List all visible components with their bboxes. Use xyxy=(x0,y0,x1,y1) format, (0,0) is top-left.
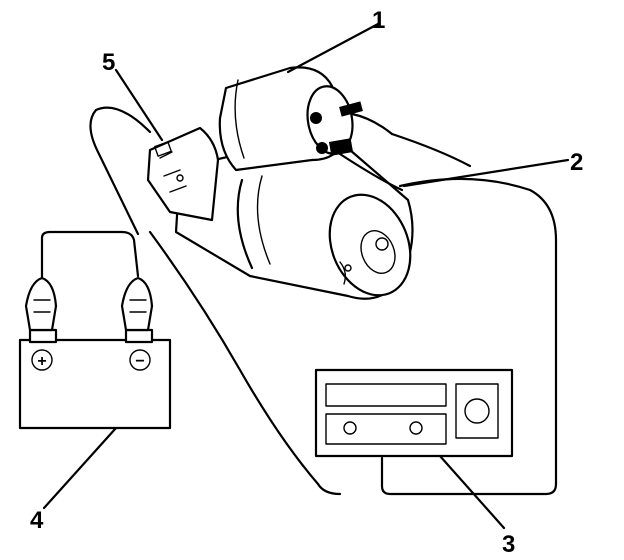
leader-2 xyxy=(402,158,570,188)
callout-leaders xyxy=(42,22,570,530)
tester-case xyxy=(314,368,514,458)
negative-symbol: − xyxy=(135,353,144,370)
battery-jumper-wire xyxy=(40,230,140,280)
negative-marker-ring xyxy=(129,349,151,371)
tester-control-panel xyxy=(325,413,447,445)
ground-lead-to-tester xyxy=(148,230,342,496)
solenoid-terminal-m xyxy=(328,138,354,156)
drive-housing-detail xyxy=(159,151,187,193)
bolt-hole xyxy=(344,264,352,272)
mount-ear xyxy=(339,261,347,285)
solenoid-stud-1 xyxy=(310,112,322,124)
solenoid-band xyxy=(234,79,245,159)
shaft xyxy=(375,237,389,251)
negative-clamp-jaws xyxy=(129,299,147,313)
battery-post-positive xyxy=(28,328,58,344)
battery-case xyxy=(18,338,172,430)
leader-5 xyxy=(114,68,164,142)
test-leads xyxy=(40,106,558,496)
solenoid xyxy=(218,66,404,192)
solenoid-terminal-s xyxy=(339,101,363,117)
starter-motor xyxy=(146,126,414,300)
battery: + − xyxy=(18,276,172,430)
solenoid-lead xyxy=(390,132,472,168)
callout-3: 3 xyxy=(502,531,515,558)
tester-meter-window xyxy=(455,383,499,439)
stud-wire xyxy=(350,112,394,136)
tester-knob-right xyxy=(409,421,423,435)
positive-symbol: + xyxy=(37,353,46,370)
tester-lead-right xyxy=(380,177,558,496)
tester-meter-dial xyxy=(464,398,490,424)
negative-clamp xyxy=(120,276,154,332)
drive-end-bore xyxy=(360,230,396,274)
positive-marker-ring xyxy=(31,349,53,371)
leader-1 xyxy=(286,22,380,74)
loop-wire-left xyxy=(89,106,152,236)
tester-knob-left xyxy=(343,421,357,435)
tester-unit xyxy=(314,368,514,458)
tester-display xyxy=(325,383,447,407)
housing-band xyxy=(236,178,254,270)
housing-bolt xyxy=(176,174,184,182)
positive-clamp-jaws xyxy=(33,299,51,313)
housing-band-2 xyxy=(256,175,271,265)
housing-terminal-5 xyxy=(154,141,172,157)
battery-post-negative xyxy=(124,328,154,344)
leader-3 xyxy=(438,454,506,530)
callout-4: 4 xyxy=(30,507,44,534)
solenoid-stud-2 xyxy=(316,142,328,154)
positive-clamp xyxy=(24,276,58,332)
field-strap xyxy=(338,152,404,192)
callout-2: 2 xyxy=(570,149,583,176)
callout-5: 5 xyxy=(102,49,115,76)
leader-4 xyxy=(42,426,118,510)
drive-housing xyxy=(146,126,220,222)
callout-1: 1 xyxy=(372,7,385,34)
